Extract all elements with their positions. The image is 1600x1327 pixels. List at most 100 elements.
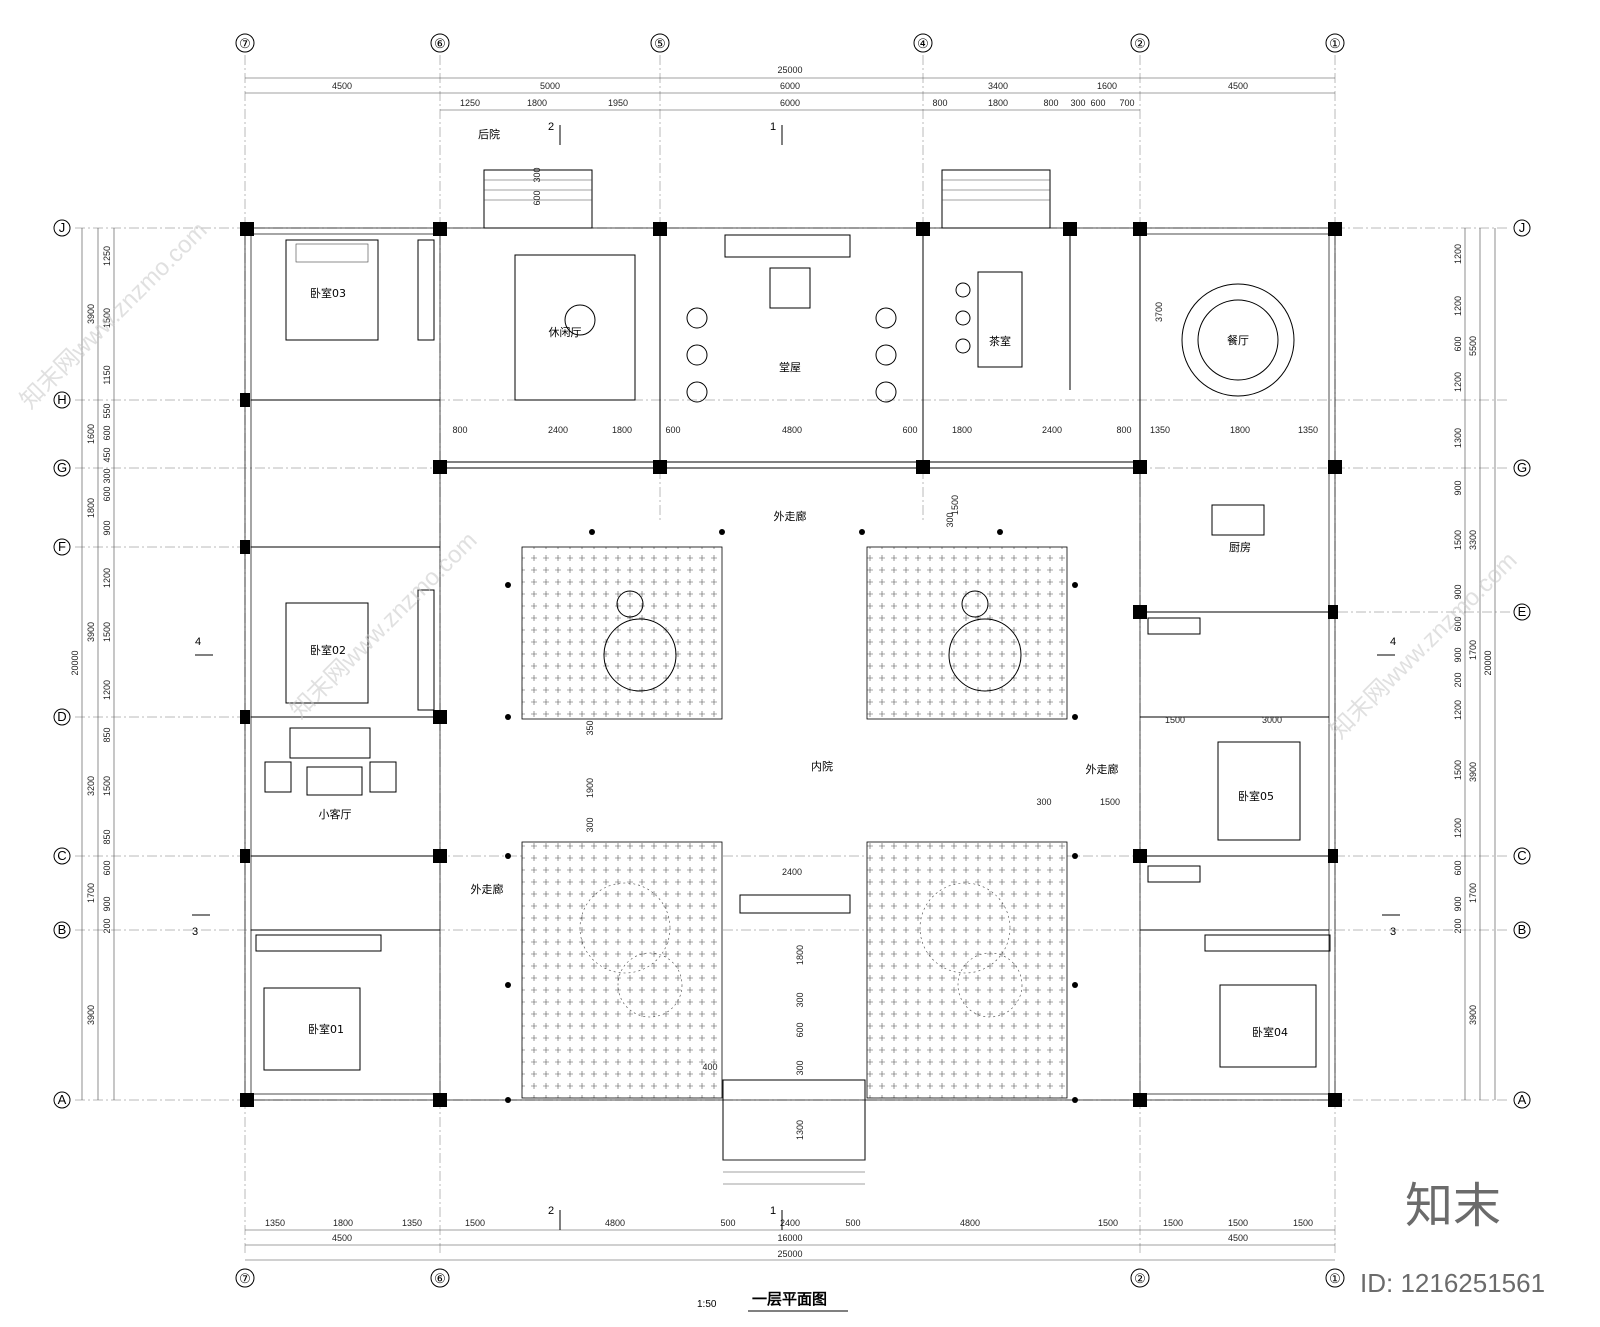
- svg-text:知末网www.znzmo.com: 知末网www.znzmo.com: [285, 527, 482, 724]
- axis-col-6: ⑥: [434, 36, 446, 51]
- axis-col-7: ⑦: [239, 36, 251, 51]
- svg-text:1500: 1500: [1163, 1218, 1183, 1228]
- svg-text:4500: 4500: [1228, 1233, 1248, 1243]
- svg-text:J: J: [59, 220, 66, 235]
- room-label-tea-room: 茶室: [989, 334, 1011, 348]
- svg-text:F: F: [58, 539, 66, 554]
- svg-text:450: 450: [102, 447, 112, 462]
- room-label-corridor-right: 外走廊: [1086, 762, 1119, 776]
- svg-text:1700: 1700: [1468, 640, 1478, 660]
- svg-text:1200: 1200: [1453, 296, 1463, 316]
- svg-text:20000: 20000: [1483, 650, 1493, 675]
- svg-text:1200: 1200: [102, 680, 112, 700]
- svg-text:3: 3: [192, 926, 198, 938]
- svg-text:A: A: [58, 1092, 67, 1107]
- courtyard-gardens: [505, 529, 1078, 1185]
- svg-text:16000: 16000: [777, 1233, 802, 1243]
- svg-text:1350: 1350: [1150, 425, 1170, 435]
- section-marks: 2 1 2 1 3 3 4 4: [192, 121, 1400, 1230]
- room-label-small-living: 小客厅: [319, 807, 352, 821]
- svg-text:1800: 1800: [952, 425, 972, 435]
- svg-text:900: 900: [1453, 647, 1463, 662]
- svg-text:900: 900: [1453, 896, 1463, 911]
- dimension-top: 25000 4500 5000 6000 3400 1600 4500 1250…: [245, 65, 1335, 111]
- svg-text:900: 900: [1453, 480, 1463, 495]
- svg-text:②: ②: [1134, 1271, 1146, 1286]
- svg-text:1500: 1500: [102, 622, 112, 642]
- svg-text:2: 2: [548, 121, 554, 133]
- svg-text:900: 900: [102, 896, 112, 911]
- svg-text:1250: 1250: [460, 98, 480, 108]
- svg-text:300: 300: [102, 468, 112, 483]
- svg-text:1200: 1200: [1453, 372, 1463, 392]
- svg-text:①: ①: [1329, 1271, 1341, 1286]
- watermark-brand: 知末: [1405, 1178, 1501, 1234]
- svg-text:800: 800: [932, 98, 947, 108]
- room-label-leisure-hall: 休闲厅: [549, 325, 582, 339]
- svg-text:300: 300: [795, 992, 805, 1007]
- svg-text:700: 700: [1119, 98, 1134, 108]
- svg-text:300: 300: [585, 817, 595, 832]
- drawing-title-text: 一层平面图: [752, 1290, 827, 1308]
- svg-text:A: A: [1518, 1092, 1527, 1107]
- svg-text:3900: 3900: [86, 1005, 96, 1025]
- svg-text:3900: 3900: [1468, 762, 1478, 782]
- svg-text:1500: 1500: [1293, 1218, 1313, 1228]
- svg-text:1: 1: [770, 121, 776, 133]
- room-label-bedroom-03: 卧室03: [310, 286, 346, 300]
- svg-text:1500: 1500: [1453, 760, 1463, 780]
- svg-text:1200: 1200: [1453, 818, 1463, 838]
- svg-text:4500: 4500: [1228, 81, 1248, 91]
- svg-text:200: 200: [1453, 918, 1463, 933]
- dimension-bottom: 1350 1800 1350 1500 4800 500 2400 500 48…: [245, 1218, 1335, 1261]
- svg-text:25000: 25000: [777, 65, 802, 75]
- svg-text:20000: 20000: [70, 650, 80, 675]
- svg-text:800: 800: [1116, 425, 1131, 435]
- svg-text:600: 600: [102, 425, 112, 440]
- svg-text:2400: 2400: [548, 425, 568, 435]
- svg-text:1700: 1700: [1468, 883, 1478, 903]
- room-label-inner-court: 内院: [811, 759, 833, 773]
- axis-bubbles-bottom: ⑦ ⑥ ② ①: [235, 1268, 1345, 1288]
- svg-text:1200: 1200: [1453, 700, 1463, 720]
- svg-text:H: H: [57, 392, 66, 407]
- back-yard-steps: 后院: [478, 127, 1051, 229]
- svg-text:C: C: [57, 848, 66, 863]
- axis-col-4: ④: [917, 36, 929, 51]
- svg-text:4800: 4800: [960, 1218, 980, 1228]
- svg-text:4500: 4500: [332, 81, 352, 91]
- svg-text:550: 550: [102, 403, 112, 418]
- dimension-left: 20000 3900 1600 1800 3900 3200 1700 3900…: [70, 228, 115, 1100]
- svg-text:G: G: [1517, 460, 1527, 475]
- svg-text:400: 400: [702, 1062, 717, 1072]
- svg-text:1500: 1500: [1453, 530, 1463, 550]
- watermarks: 知末网www.znzmo.com 知末网www.znzmo.com 知末网www…: [15, 217, 1545, 1298]
- axis-bubbles-top: ⑦ ⑥ ⑤ ④ ② ①: [235, 33, 1345, 53]
- svg-text:J: J: [1519, 220, 1526, 235]
- svg-text:C: C: [1517, 848, 1526, 863]
- dimension-right: 20000 5500 3300 1700 3900 1700 3900 1200…: [1453, 228, 1496, 1100]
- svg-text:1500: 1500: [1100, 797, 1120, 807]
- walls: [240, 222, 1342, 1107]
- svg-text:600: 600: [1090, 98, 1105, 108]
- svg-text:600: 600: [795, 1022, 805, 1037]
- svg-text:1500: 1500: [102, 308, 112, 328]
- svg-text:600: 600: [1453, 860, 1463, 875]
- svg-text:⑦: ⑦: [239, 1271, 251, 1286]
- svg-text:4500: 4500: [332, 1233, 352, 1243]
- svg-text:3900: 3900: [1468, 1005, 1478, 1025]
- svg-text:1500: 1500: [1098, 1218, 1118, 1228]
- svg-text:1600: 1600: [86, 424, 96, 444]
- svg-text:300: 300: [1036, 797, 1051, 807]
- svg-text:1350: 1350: [402, 1218, 422, 1228]
- svg-text:2400: 2400: [782, 867, 802, 877]
- room-label-bedroom-02: 卧室02: [310, 643, 346, 657]
- axis-col-5: ⑤: [654, 36, 666, 51]
- svg-text:2: 2: [548, 1205, 554, 1217]
- svg-text:300: 300: [532, 167, 542, 182]
- svg-text:1500: 1500: [1165, 715, 1185, 725]
- svg-text:1350: 1350: [265, 1218, 285, 1228]
- svg-text:25000: 25000: [777, 1249, 802, 1259]
- room-label-main-hall: 堂屋: [779, 361, 801, 374]
